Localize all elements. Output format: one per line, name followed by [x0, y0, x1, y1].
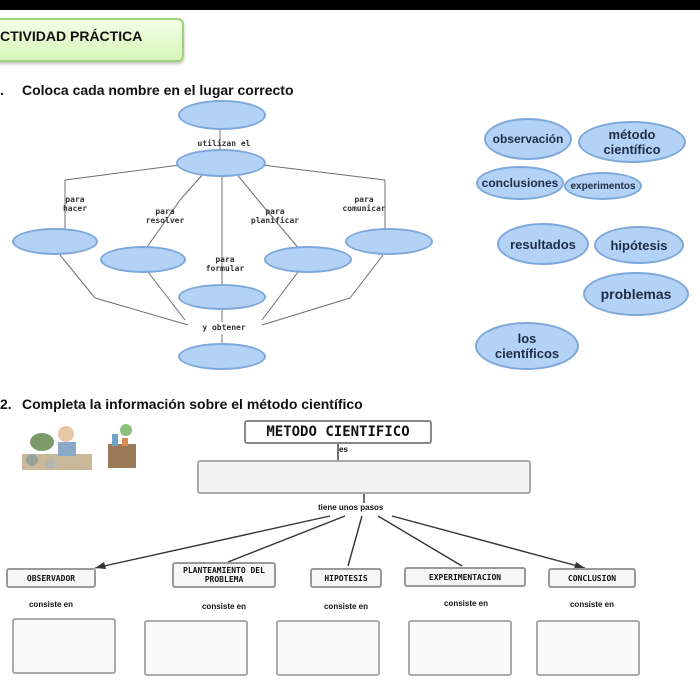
label-para-hacer: para hacer — [62, 195, 88, 213]
word-conclusiones[interactable]: conclusiones — [476, 166, 564, 200]
word-metodo-cientifico[interactable]: método científico — [578, 121, 686, 163]
blank-oval-top[interactable] — [178, 100, 266, 130]
blank-oval-resolver[interactable] — [100, 246, 186, 273]
label-consiste-en-5: consiste en — [569, 600, 614, 609]
step-conclusion: CONCLUSION — [548, 568, 636, 588]
answer-box-planteamiento[interactable] — [144, 620, 248, 676]
label-consiste-en-3: consiste en — [323, 602, 368, 611]
answer-box-experimentacion[interactable] — [408, 620, 512, 676]
word-problemas[interactable]: problemas — [583, 272, 689, 316]
word-hipotesis[interactable]: hipótesis — [594, 226, 684, 264]
label-tiene-unos-pasos: tiene unos pasos — [318, 503, 384, 512]
step-hipotesis: HIPOTESIS — [310, 568, 382, 588]
word-observacion[interactable]: observación — [484, 118, 572, 160]
label-para-planificar: para planificar — [250, 207, 300, 225]
word-experimentos[interactable]: experimentos — [564, 172, 642, 200]
question-2-text: Completa la información sobre el método … — [22, 396, 363, 412]
label-y-obtener: y obtener — [202, 323, 246, 332]
answer-box-conclusion[interactable] — [536, 620, 640, 676]
answer-box-observador[interactable] — [12, 618, 116, 674]
blank-oval-formular[interactable] — [178, 284, 266, 310]
metodo-cientifico-title: METODO CIENTIFICO — [244, 420, 432, 444]
step-experimentacion: EXPERIMENTACION — [404, 567, 526, 587]
label-consiste-en-2: consiste en — [201, 602, 246, 611]
top-black-bar — [0, 0, 700, 10]
step-planteamiento: PLANTEAMIENTO DEL PROBLEMA — [172, 562, 276, 588]
word-resultados[interactable]: resultados — [497, 223, 589, 265]
label-para-comunicar: para comunicar — [342, 195, 386, 213]
activity-title: CTIVIDAD PRÁCTICA — [0, 28, 143, 44]
question-1-number: . — [0, 82, 4, 98]
label-para-formular: para formular — [205, 255, 245, 273]
blank-oval-planificar[interactable] — [264, 246, 352, 273]
label-consiste-en-1: consiste en — [28, 600, 73, 609]
question-2-number: 2. — [0, 396, 12, 412]
question-1-text: Coloca cada nombre en el lugar correcto — [22, 82, 294, 98]
definition-answer-box[interactable] — [197, 460, 531, 494]
label-para-resolver: para resolver — [145, 207, 185, 225]
label-es: es — [339, 445, 348, 454]
blank-oval-obtener[interactable] — [178, 343, 266, 370]
blank-oval-comunicar[interactable] — [345, 228, 433, 255]
label-consiste-en-4: consiste en — [443, 599, 488, 608]
answer-box-hipotesis[interactable] — [276, 620, 380, 676]
blank-oval-center[interactable] — [176, 149, 266, 177]
step-observador: OBSERVADOR — [6, 568, 96, 588]
label-utilizan: utilizan el — [197, 139, 251, 148]
word-los-cientificos[interactable]: los científicos — [475, 322, 579, 370]
blank-oval-hacer[interactable] — [12, 228, 98, 255]
activity-header-box — [0, 18, 184, 62]
scientist-illustration — [22, 424, 136, 470]
